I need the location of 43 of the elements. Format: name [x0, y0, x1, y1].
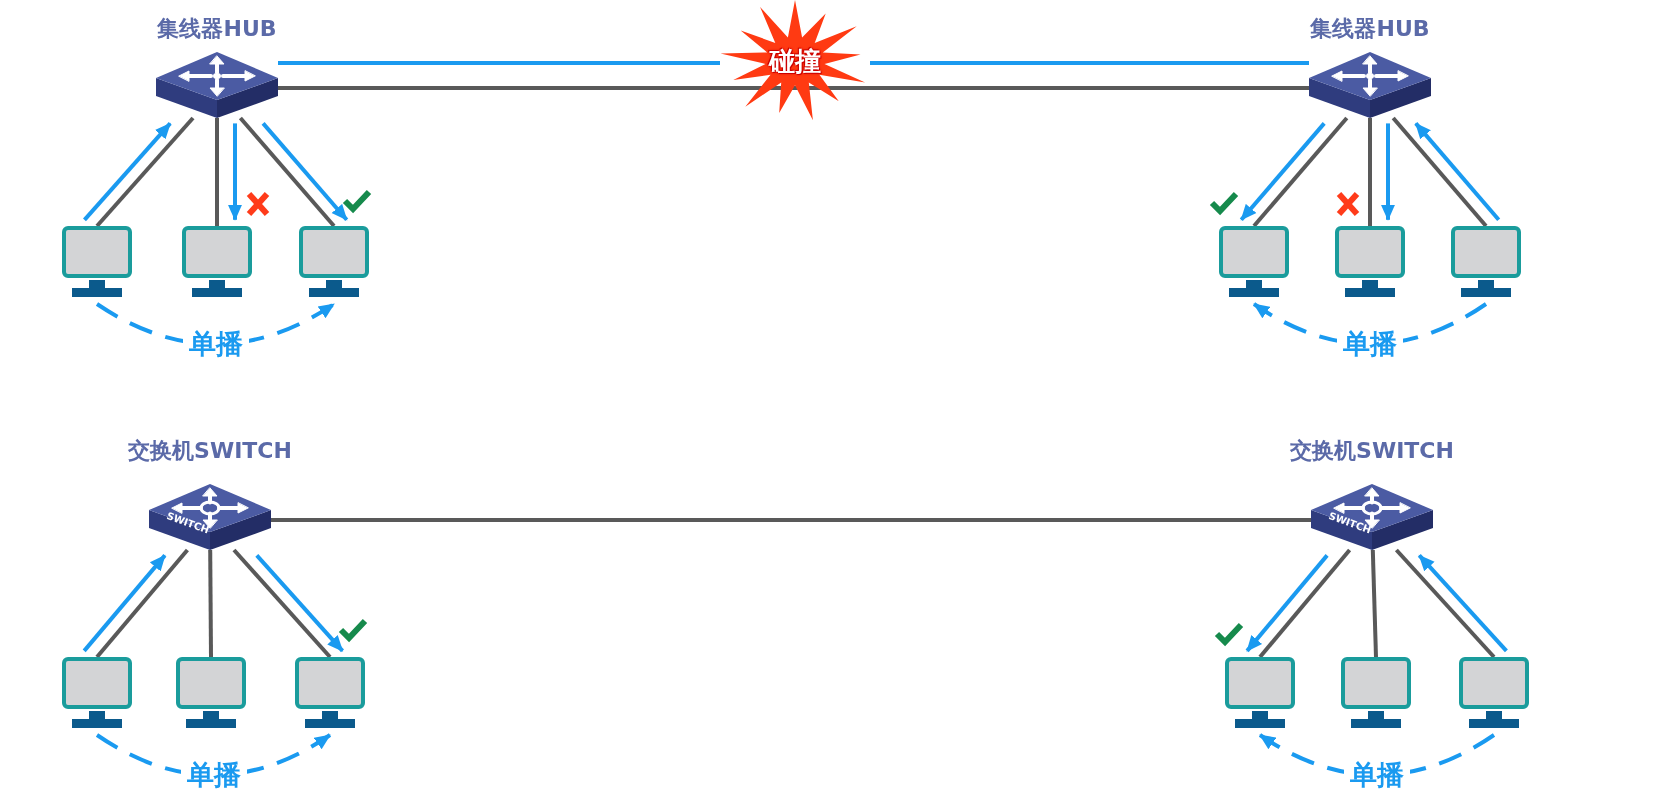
arrow: [1381, 123, 1395, 221]
cable-line: [95, 548, 189, 659]
device-label: 交换机SWITCH: [1289, 437, 1455, 465]
computer-icon: [1335, 226, 1405, 298]
arrow: [82, 554, 167, 653]
computer-icon: [1225, 657, 1295, 729]
arrow: [1245, 554, 1329, 653]
cable-line: [1394, 548, 1496, 659]
computer-icon: [1451, 226, 1521, 298]
computer-icon: [1219, 226, 1289, 298]
arrow: [1414, 122, 1501, 222]
computer-icon: [295, 657, 365, 729]
computer-icon: [182, 226, 252, 298]
arrow: [83, 122, 172, 222]
device-label: 集线器HUB: [156, 15, 278, 43]
cable-line: [1370, 549, 1378, 658]
cable-line: [95, 116, 195, 228]
arrow: [1417, 554, 1508, 653]
cable-line: [870, 61, 1309, 65]
cable-line: [1391, 116, 1488, 228]
arrow: [228, 123, 242, 221]
computer-icon: [299, 226, 369, 298]
cable-line: [215, 118, 219, 226]
device-label: 交换机SWITCH: [127, 437, 293, 465]
arrow: [255, 554, 344, 653]
device-label: 集线器HUB: [1309, 15, 1431, 43]
computer-icon: [1341, 657, 1411, 729]
cable-line: [232, 548, 332, 659]
cable-line: [1258, 548, 1352, 659]
computer-icon: [176, 657, 246, 729]
arrow: [1239, 122, 1326, 222]
cable-line: [1252, 116, 1349, 228]
cable-line: [278, 86, 1309, 90]
cable-line: [278, 61, 720, 65]
computer-icon: [62, 657, 132, 729]
cable-line: [208, 550, 213, 657]
cable-line: [1368, 118, 1372, 226]
computer-icon: [1459, 657, 1529, 729]
collision-label: 碰撞: [767, 45, 822, 78]
cable-line: [238, 116, 336, 228]
computer-icon: [62, 226, 132, 298]
cable-line: [271, 518, 1311, 522]
arrow: [261, 122, 349, 222]
